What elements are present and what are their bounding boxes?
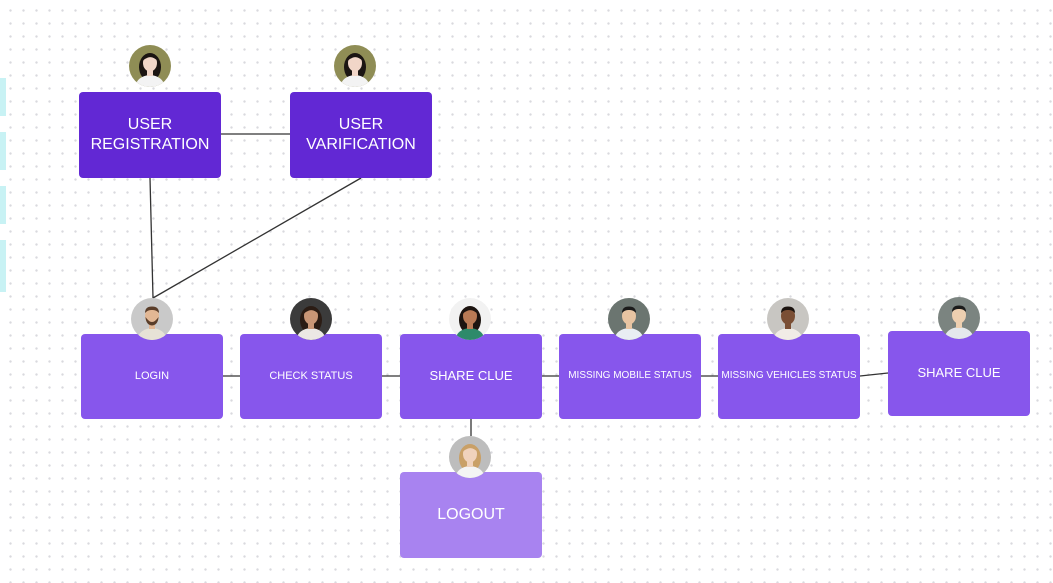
node-check-status[interactable]: CHECK STATUS — [240, 334, 382, 419]
node-missing-mobile-status[interactable]: MISSING MOBILE STATUS — [559, 334, 701, 419]
edge-user-varification-to-login — [152, 177, 362, 299]
woman-dark-hair-avatar-icon — [334, 45, 376, 87]
man-glasses-avatar-icon — [608, 298, 650, 340]
edge-missing-vehicles-status-to-share-clue-2 — [859, 372, 889, 377]
man-smiling-avatar-icon — [938, 297, 980, 339]
edge-user-registration-to-login — [149, 177, 154, 299]
node-label: MISSING MOBILE STATUS — [568, 370, 692, 382]
woman-curly-hair-avatar-icon — [290, 298, 332, 340]
node-missing-vehicles-status[interactable]: MISSING VEHICLES STATUS — [718, 334, 860, 419]
node-label: USER — [127, 116, 173, 133]
woman-blonde-avatar-icon — [449, 436, 491, 478]
woman-dark-hair-avatar-icon — [129, 45, 171, 87]
node-label: LOGOUT — [437, 506, 505, 523]
node-label: SHARE CLUE — [917, 365, 1001, 381]
woman-green-shirt-avatar-icon — [449, 298, 491, 340]
left-accent-bar — [0, 186, 6, 224]
node-label: LOGIN — [134, 369, 170, 382]
bearded-man-avatar-icon — [131, 298, 173, 340]
left-accent-bar — [0, 78, 6, 116]
left-accent-bar — [0, 132, 6, 170]
man-short-hair-avatar-icon — [767, 298, 809, 340]
node-share-clue[interactable]: SHARE CLUE — [400, 334, 542, 419]
node-user-registration[interactable]: USER REGISTRATION — [79, 92, 221, 178]
node-login[interactable]: LOGIN — [81, 334, 223, 419]
left-accent-bar — [0, 240, 6, 292]
node-user-varification[interactable]: USER VARIFICATION — [290, 92, 432, 178]
node-label: REGISTRATION — [90, 136, 210, 153]
node-label: SHARE CLUE — [429, 368, 513, 384]
node-label: MISSING VEHICLES STATUS — [721, 370, 857, 382]
node-logout[interactable]: LOGOUT — [400, 472, 542, 558]
node-share-clue-2[interactable]: SHARE CLUE — [888, 331, 1030, 416]
node-label: CHECK STATUS — [269, 369, 353, 382]
node-label: USER VARIFICATION — [306, 116, 416, 153]
